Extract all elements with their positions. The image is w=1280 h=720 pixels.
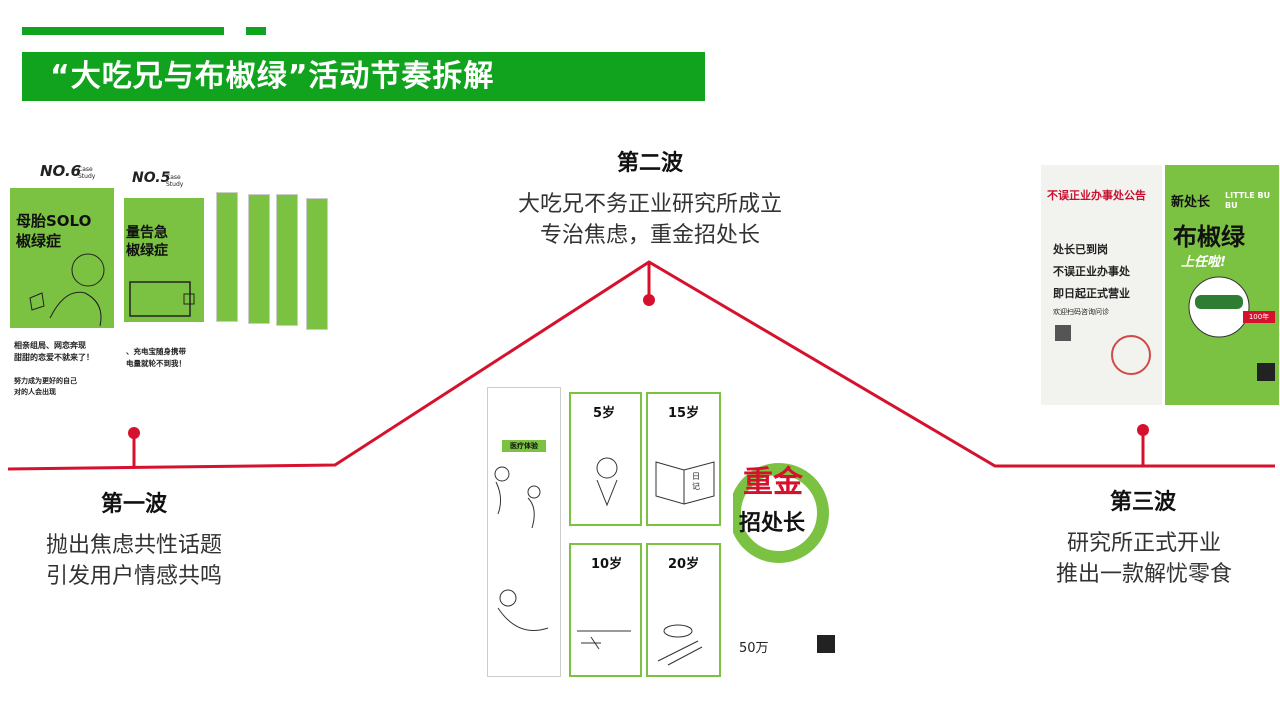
wave3-desc-line2: 推出一款解忧零食 [1055,562,1232,587]
hero-cat-illustration [1188,276,1250,338]
wave3-desc: 研究所正式开业 推出一款解忧零食 [1024,528,1264,590]
wave1-desc-line1: 抛出焦虑共性话题 [45,533,222,558]
wave2-title: 第二波 [616,151,683,176]
wave2-card-age15: 15岁 日记 [646,392,721,526]
case6-label: Case Study [78,166,96,180]
wave1-desc: 抛出焦虑共性话题 引发用户情感共鸣 [14,530,254,592]
age15-label: 15岁 [668,406,700,421]
case5-line2: 电量就轮不到我！ [126,359,186,368]
case5-green-block: 量告急 椒绿症 [124,198,204,322]
wave2-right-circle [733,463,829,563]
case6-number: NO.6 [40,162,81,180]
wave1-poster-stack [212,192,334,402]
wave2-right-sub: 50万 [739,641,769,656]
age10-label: 10岁 [591,557,623,572]
wave1-title: 第一波 [100,492,167,517]
case6-line1: 相亲组局、网恋奔现 [14,341,86,350]
notice-qr [1055,325,1071,341]
wave2-left-sketch-2 [497,589,549,631]
wave2-desc: 大吃兄不务正业研究所成立 专治焦虑，重金招处长 [490,189,810,251]
wave1-poster-case6: NO.6 Case Study 母胎SOLO 椒绿症 相亲组局、网恋奔现 甜甜的… [10,160,114,410]
age15-notebook-text: 日记 [692,472,700,491]
wave1-marker-dot [128,427,140,439]
hero-en: LITTLE BU BU [1225,191,1271,210]
wave3-title: 第三波 [1109,490,1176,515]
wave2-marker-dot [643,294,655,306]
wave2-right-head1: 重金 [743,465,803,500]
wave2-desc-line2: 专治焦虑，重金招处长 [539,223,760,248]
case5-headline2: 椒绿症 [126,243,168,259]
case5-number: NO.5 [132,170,170,186]
wave2-left-sketch-1 [494,466,541,529]
case5-number-text: NO.5 [132,170,171,186]
case5-sketch [129,281,195,317]
wave3-marker-dot [1137,424,1149,436]
wave2-desc-line1: 大吃兄不务正业研究所成立 [517,192,782,217]
notice-line3: 即日起正式营业 [1053,287,1130,300]
case6-headline1: 母胎SOLO [16,212,92,230]
notice-footer: 欢迎扫码咨询问诊 [1053,308,1109,316]
notice-line2: 不误正业办事处 [1053,265,1130,278]
age5-sketch [596,457,618,507]
wave3-desc-line1: 研究所正式开业 [1066,531,1221,556]
wave1-poster-case5: NO.5 Case Study 量告急 椒绿症 、充电宝随身携带 电量就轮不到我… [124,170,204,400]
wave2-poster-left: 医疗体验 [487,387,561,677]
wave2-badge: 医疗体验 [502,440,546,452]
stack-card-3 [276,194,298,326]
wave2-card-age10: 10岁 [569,543,642,677]
hero-qr [1257,363,1275,381]
accent-bar-short [246,27,266,35]
case6-headline2: 椒绿症 [16,232,62,250]
wave2-right-head2: 招处长 [739,511,806,536]
wave2-card-age20: 20岁 [646,543,721,677]
case5-line1: 、充电宝随身携带 [126,347,186,356]
notice-seal [1111,335,1151,375]
case6-line2: 甜甜的恋爱不就来了！ [14,353,94,362]
wave1-desc-line2: 引发用户情感共鸣 [45,564,222,589]
case6-green-block: 母胎SOLO 椒绿症 [10,188,114,328]
case6-sketch [29,253,105,327]
notice-title: 不误正业办事处公告 [1047,189,1146,202]
hero-badge: 100年 [1243,311,1275,323]
wave3-poster-hero: 新处长 LITTLE BU BU 布椒绿 上任啦! 100年 [1165,165,1279,405]
wave2-poster-right: 重金 招处长 50万 [733,441,839,677]
hero-name: 布椒绿 [1173,223,1245,251]
age20-sketch [657,624,703,666]
stack-card-4 [306,198,328,330]
notice-line1: 处长已到岗 [1053,243,1108,256]
stack-card-2 [248,194,270,324]
case6-number-text: NO.6 [40,162,82,180]
age20-label: 20岁 [668,557,700,572]
hero-top: 新处长 [1171,195,1211,210]
wave2-right-qr [817,635,835,653]
case5-label: Case Study [166,174,184,188]
case6-line4: 对的人会出现 [14,388,56,396]
age15-notebook-sketch [655,461,715,505]
stack-card-1 [216,192,238,322]
wave3-poster-notice: 不误正业办事处公告 处长已到岗 不误正业办事处 即日起正式营业 欢迎扫码咨询问诊 [1041,165,1162,405]
age10-sketch [577,630,631,650]
wave2-card-age5: 5岁 [569,392,642,526]
page-title: “大吃兄与布椒绿”活动节奏拆解 [22,52,705,101]
case5-headline1: 量告急 [126,225,168,241]
case6-line3: 努力成为更好的自己 [14,377,77,385]
accent-bar-long [22,27,224,35]
age5-label: 5岁 [593,406,616,421]
hero-tag: 上任啦! [1181,255,1226,270]
